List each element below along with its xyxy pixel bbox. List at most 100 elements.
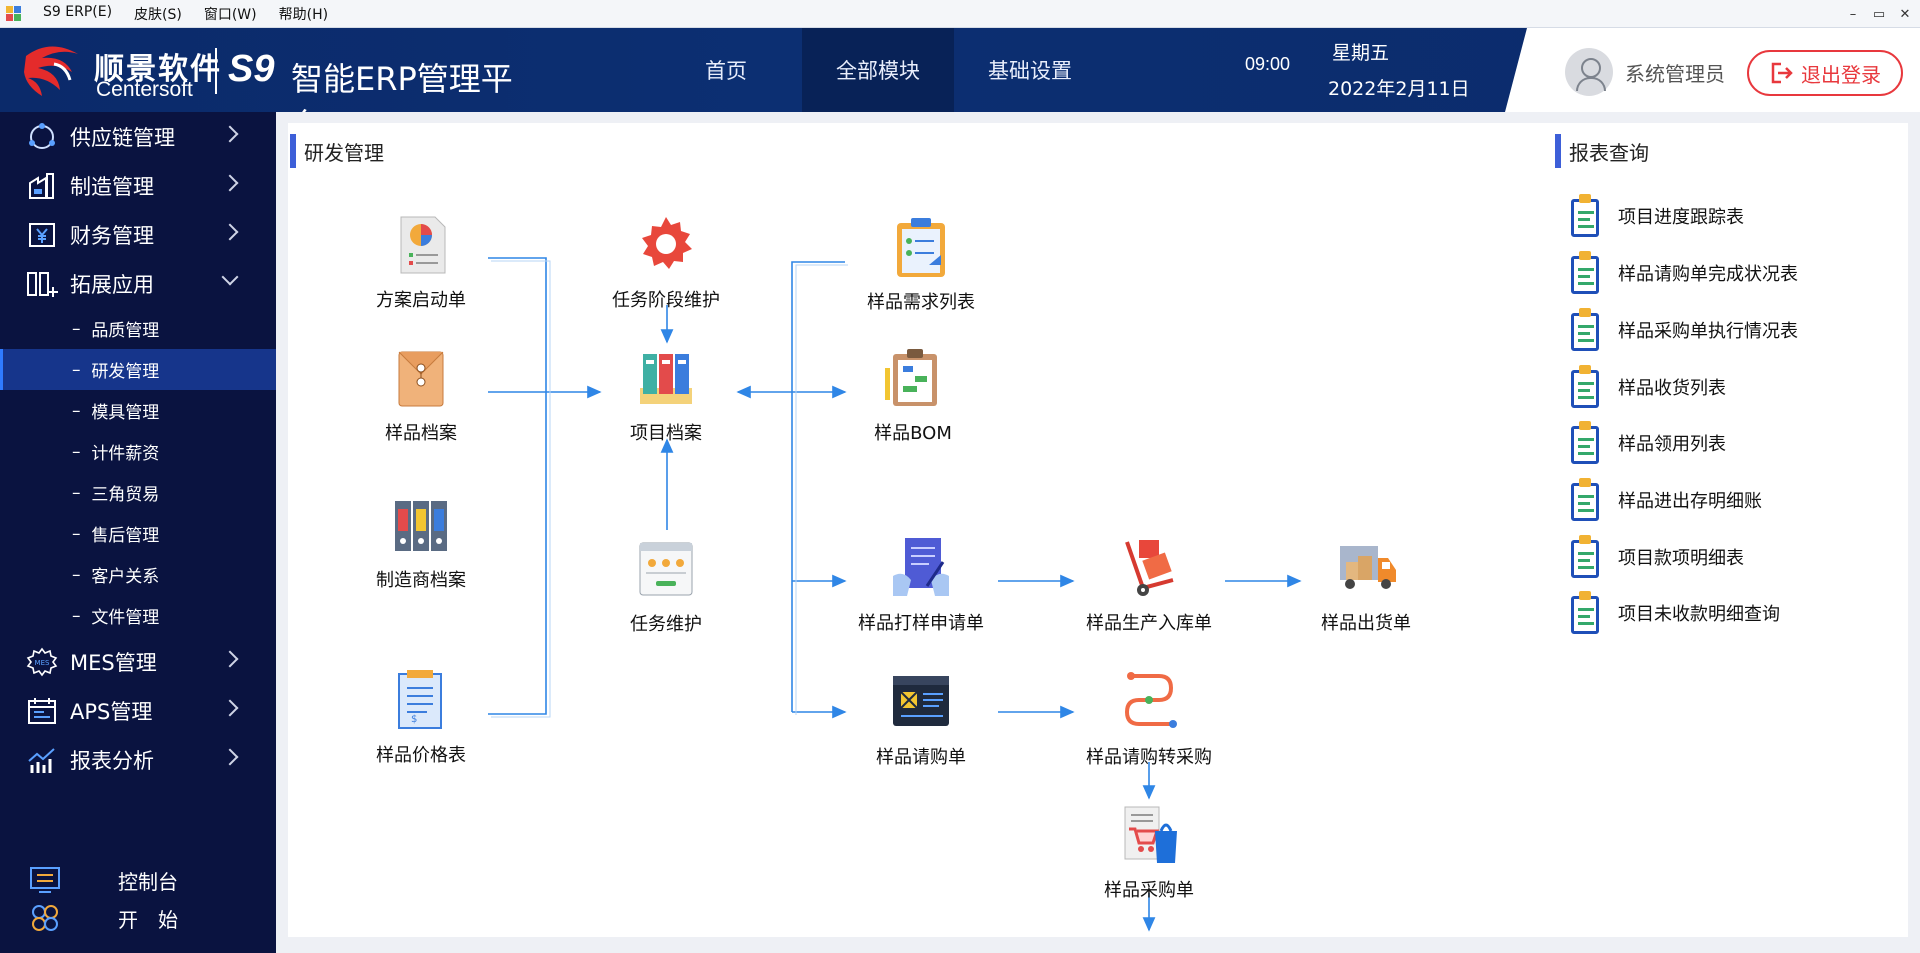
node-label: 样品出货单: [1321, 613, 1411, 634]
sidebar-subitem-label: 品质管理: [91, 321, 160, 341]
sidebar-subitem-triangle-trade[interactable]: – 三角贸易: [0, 472, 276, 513]
report-label: 样品请购单完成状况表: [1618, 264, 1798, 285]
node-label: 样品采购单: [1104, 880, 1194, 901]
node-label: 任务阶段维护: [612, 290, 720, 311]
sidebar-subitem-label: 研发管理: [91, 362, 160, 382]
node-label: 样品请购转采购: [1086, 747, 1212, 768]
report-item[interactable]: 项目款项明细表: [1568, 535, 1744, 579]
node-sampling-request[interactable]: 样品打样申请单: [841, 536, 1001, 635]
node-sample-requisition[interactable]: 样品请购单: [841, 670, 1001, 769]
node-sample-archive[interactable]: 样品档案: [341, 346, 501, 445]
node-sample-bom[interactable]: 样品BOM: [833, 346, 993, 445]
sidebar-item-extension[interactable]: 拓展应用: [0, 259, 276, 308]
close-button[interactable]: ✕: [1899, 6, 1911, 22]
report-item[interactable]: 样品进出存明细账: [1568, 478, 1762, 522]
workflow-panel: [288, 123, 1908, 937]
report-clipboard-icon: [1568, 421, 1602, 465]
sidebar-item-manufacturing[interactable]: 制造管理: [0, 161, 276, 210]
node-task-phase[interactable]: 任务阶段维护: [586, 213, 746, 312]
console-icon: [30, 867, 60, 893]
sidebar-item-supply-chain[interactable]: 供应链管理: [0, 112, 276, 161]
sidebar-subitem-after-sales[interactable]: – 售后管理: [0, 513, 276, 554]
date: 2022年2月11日: [1328, 78, 1470, 100]
sidebar-subitem-label: 计件薪资: [91, 444, 160, 464]
logout-button[interactable]: 退出登录: [1747, 50, 1903, 96]
logout-label: 退出登录: [1801, 62, 1881, 87]
node-project-archive[interactable]: 项目档案: [586, 346, 746, 445]
sidebar-subitem-crm[interactable]: – 客户关系: [0, 554, 276, 595]
sidebar-item-label: 拓展应用: [70, 272, 154, 297]
sidebar-subitem-label: 文件管理: [91, 608, 160, 628]
product-mark: S9: [228, 48, 275, 90]
minimize-button[interactable]: –: [1849, 6, 1857, 22]
menu-help[interactable]: 帮助(H): [278, 6, 329, 23]
tab-basic-settings[interactable]: 基础设置: [988, 59, 1072, 83]
node-sample-shipment[interactable]: 样品出货单: [1286, 536, 1446, 635]
chevron-right-icon: [221, 125, 239, 143]
node-sample-demand-list[interactable]: 样品需求列表: [841, 215, 1001, 314]
sidebar-item-label: 供应链管理: [70, 125, 175, 150]
app-header: 顺景软件 Centersoft S9 智能ERP管理平台 首页 全部模块 基础设…: [0, 28, 1920, 144]
envelope-folder-icon: [398, 351, 444, 407]
node-label: 任务维护: [630, 614, 702, 635]
report-label: 样品领用列表: [1618, 434, 1726, 455]
chevron-right-icon: [221, 174, 239, 192]
sidebar-subitem-rnd[interactable]: – 研发管理: [0, 349, 276, 390]
extension-icon: [27, 271, 58, 297]
section-marker: [290, 134, 296, 168]
report-item[interactable]: 样品请购单完成状况表: [1568, 251, 1798, 295]
delivery-truck-icon: [1340, 546, 1396, 589]
user-info[interactable]: 系统管理员: [1565, 48, 1725, 96]
report-clipboard-icon: [1568, 308, 1602, 352]
node-plan-start[interactable]: 方案启动单: [341, 213, 501, 312]
chevron-down-icon: [221, 268, 239, 286]
node-requisition-to-purchase[interactable]: 样品请购转采购: [1069, 670, 1229, 769]
node-label: 样品生产入库单: [1086, 613, 1212, 634]
report-label: 样品进出存明细账: [1618, 491, 1762, 512]
report-item[interactable]: 项目未收款明细查询: [1568, 591, 1780, 635]
node-manufacturer-archive[interactable]: 制造商档案: [341, 493, 501, 592]
sidebar-item-label: MES管理: [70, 650, 157, 675]
report-label: 项目未收款明细查询: [1618, 604, 1780, 625]
chevron-right-icon: [221, 699, 239, 717]
report-item[interactable]: 样品领用列表: [1568, 421, 1726, 465]
report-item[interactable]: 样品收货列表: [1568, 365, 1726, 409]
menu-skin[interactable]: 皮肤(S): [134, 6, 182, 23]
menu-window[interactable]: 窗口(W): [203, 6, 257, 23]
sidebar-item-reports[interactable]: 报表分析: [0, 735, 276, 784]
sidebar-subitem-label: 客户关系: [91, 567, 160, 587]
tab-all-modules[interactable]: 全部模块: [802, 28, 954, 112]
restore-button[interactable]: ▭: [1872, 6, 1886, 22]
avatar[interactable]: [1565, 48, 1613, 96]
clock: 09:00: [1245, 54, 1291, 74]
chevron-right-icon: [221, 748, 239, 766]
sidebar-item-aps[interactable]: APS管理: [0, 686, 276, 735]
sidebar-subitem-mold[interactable]: – 模具管理: [0, 390, 276, 431]
node-label: 制造商档案: [376, 570, 466, 591]
sidebar-item-finance[interactable]: 财务管理: [0, 210, 276, 259]
node-production-inbound[interactable]: 样品生产入库单: [1069, 536, 1229, 635]
node-task-maintenance[interactable]: 任务维护: [586, 537, 746, 636]
sidebar-item-mes[interactable]: MES MES管理: [0, 637, 276, 686]
node-label: 样品档案: [385, 423, 457, 444]
sidebar-subitem-label: 模具管理: [91, 403, 160, 423]
brand-name-en: Centersoft: [96, 78, 193, 101]
supply-chain-icon: [29, 122, 55, 149]
sidebar-subitem-documents[interactable]: – 文件管理: [0, 595, 276, 636]
sidebar: 供应链管理 制造管理 财务管理 拓展应用 – 品质管理 – 研发管理 – 模具管…: [0, 112, 276, 953]
weekday: 星期五: [1332, 42, 1390, 64]
document-sign-icon: [893, 538, 949, 596]
sidebar-subitem-quality[interactable]: – 品质管理: [0, 308, 276, 349]
sidebar-subitem-piece-wage[interactable]: – 计件薪资: [0, 431, 276, 472]
tab-home[interactable]: 首页: [705, 59, 747, 83]
report-item[interactable]: 样品采购单执行情况表: [1568, 308, 1798, 352]
report-clipboard-icon: [1568, 251, 1602, 295]
report-item[interactable]: 项目进度跟踪表: [1568, 194, 1744, 238]
sidebar-console[interactable]: 控制台: [0, 862, 276, 898]
node-sample-price-list[interactable]: $ 样品价格表: [341, 668, 501, 767]
node-sample-purchase-order[interactable]: 样品采购单: [1069, 803, 1229, 902]
sidebar-start[interactable]: 开 始: [0, 900, 276, 936]
sidebar-subitem-label: 三角贸易: [91, 485, 160, 505]
window-title[interactable]: S9 ERP(E): [43, 3, 113, 20]
user-name: 系统管理员: [1625, 61, 1725, 86]
